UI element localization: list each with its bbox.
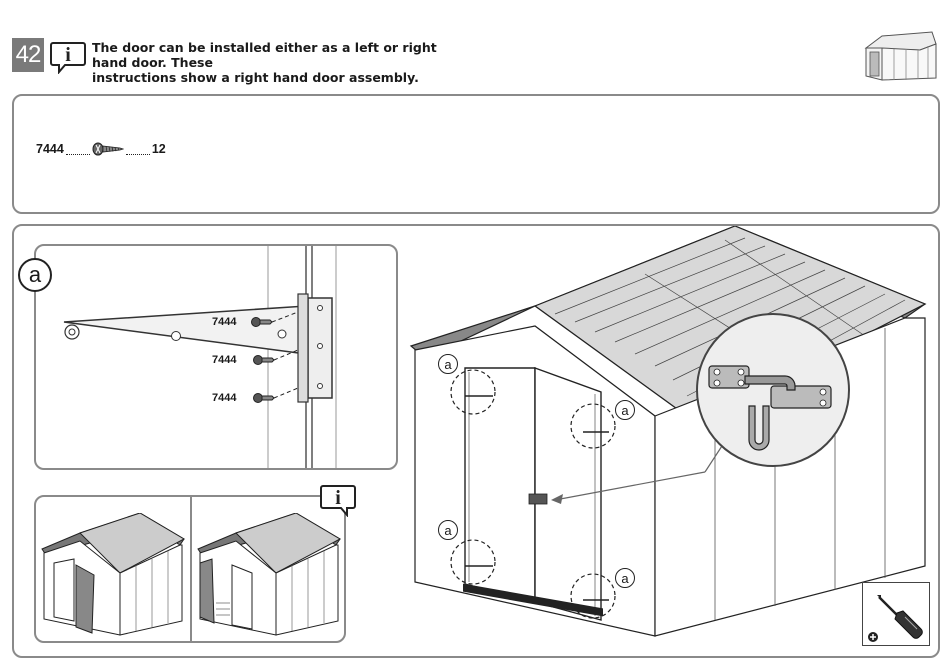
shed-callout-a: a xyxy=(438,520,458,540)
info-icon: i xyxy=(320,483,356,517)
info-line-2: instructions show a right hand door asse… xyxy=(92,70,472,85)
shed-illustration xyxy=(405,226,935,656)
door-variants-panel xyxy=(34,495,346,643)
screw-icon xyxy=(92,142,124,156)
plus-icon xyxy=(867,631,879,643)
shed-callout-a: a xyxy=(438,354,458,374)
svg-text:i: i xyxy=(65,44,71,66)
shed-thumbnail-icon xyxy=(862,30,938,84)
part-quantity: 12 xyxy=(152,142,166,156)
parts-row: 7444 12 xyxy=(36,142,166,156)
shed-callout-a: a xyxy=(615,568,635,588)
shed-left-door-icon xyxy=(40,513,186,637)
detail-panel-a: 7444 7444 7444 xyxy=(34,244,398,470)
screw-label: 7444 xyxy=(212,392,236,404)
svg-text:i: i xyxy=(335,487,341,509)
detail-callout-a: a xyxy=(18,258,52,292)
step-number: 42 xyxy=(12,38,44,72)
info-icon: i xyxy=(50,40,86,74)
part-number: 7444 xyxy=(36,142,64,156)
info-note: The door can be installed either as a le… xyxy=(92,40,472,85)
shed-callout-a: a xyxy=(615,400,635,420)
screw-label: 7444 xyxy=(212,354,236,366)
shed-right-door-icon xyxy=(196,513,342,637)
screw-label: 7444 xyxy=(212,316,236,328)
info-line-1: The door can be installed either as a le… xyxy=(92,40,472,70)
tool-box xyxy=(862,582,930,646)
